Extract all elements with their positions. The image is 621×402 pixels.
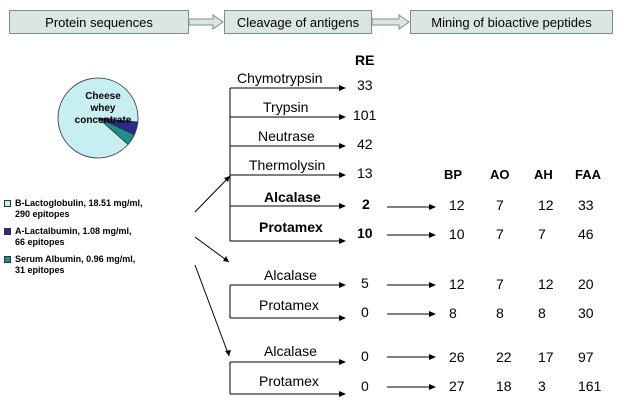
result-cell: 18 — [496, 378, 512, 394]
group3-arrowheads — [339, 359, 346, 397]
re-value: 13 — [357, 165, 373, 181]
result-cell: 46 — [578, 226, 594, 242]
flow-arrow-1 — [188, 14, 224, 30]
pie-label-line-1: Cheese — [85, 91, 121, 102]
result-cell: 17 — [538, 349, 554, 365]
result-cell: 7 — [496, 226, 504, 242]
header-ah: AH — [534, 167, 553, 182]
re-header: RE — [355, 52, 375, 68]
re-value: 0 — [361, 348, 369, 364]
enzyme-alcalase: Alcalase — [264, 343, 317, 359]
connector-legend-1 — [194, 175, 231, 213]
enzyme-thermolysin: Thermolysin — [249, 157, 326, 173]
flow-box-protein-sequences: Protein sequences — [9, 10, 189, 34]
flow-box-mining-bioactive-peptides: Mining of bioactive peptides — [410, 10, 613, 34]
enzyme-chymotrypsin: Chymotrypsin — [237, 70, 323, 86]
result-cell: 12 — [449, 197, 465, 213]
result-cell: 30 — [578, 305, 594, 321]
pie-slice — [57, 77, 139, 159]
result-cell: 33 — [578, 197, 594, 213]
result-cell: 97 — [578, 349, 594, 365]
enzyme-protamex: Protamex — [259, 297, 319, 313]
legend-line: 290 epitopes — [15, 209, 70, 219]
legend-line: 31 epitopes — [15, 265, 65, 275]
enzyme-trypsin: Trypsin — [263, 99, 309, 115]
re-value: 0 — [361, 304, 369, 320]
result-cell: 22 — [496, 349, 512, 365]
legend-line: B-Lactoglobulin, 18.51 mg/ml, — [15, 198, 143, 208]
re-value: 33 — [357, 77, 373, 93]
enzyme-neutrase: Neutrase — [258, 128, 315, 144]
result-cell: 12 — [449, 276, 465, 292]
legend-text: A-Lactalbumin, 1.08 mg/ml, 66 epitopes — [15, 226, 132, 248]
legend-line: A-Lactalbumin, 1.08 mg/ml, — [15, 226, 132, 236]
pie-label-line-3: concentrate — [74, 115, 132, 126]
group3-bracket — [229, 361, 340, 395]
enzyme-alcalase: Alcalase — [264, 267, 317, 283]
connector-arrowhead-1 — [224, 176, 230, 182]
result-cell: 12 — [538, 276, 554, 292]
enzyme-protamex: Protamex — [259, 219, 323, 235]
header-ao: AO — [490, 167, 510, 182]
flow-arrow-2 — [371, 14, 410, 30]
connector-legend-2 — [194, 236, 230, 263]
group1-arrowheads — [339, 85, 346, 244]
result-cell: 3 — [538, 378, 546, 394]
result-cell: 10 — [449, 226, 465, 242]
legend-line: 66 epitopes — [15, 237, 65, 247]
legend-text: Serum Albumin, 0.96 mg/ml, 31 epitopes — [15, 254, 135, 276]
re-value: 10 — [357, 225, 373, 241]
whey-pie-chart — [57, 77, 139, 159]
enzyme-alcalase: Alcalase — [264, 189, 321, 205]
legend-swatch — [4, 228, 11, 235]
result-cell: 8 — [538, 305, 546, 321]
legend-text: B-Lactoglobulin, 18.51 mg/ml, 290 epitop… — [15, 198, 143, 220]
group2-bracket — [229, 284, 340, 319]
legend-swatch — [4, 256, 11, 263]
re-value: 0 — [361, 378, 369, 394]
result-cell: 27 — [449, 378, 465, 394]
pie-label: Cheese whey concentrate — [63, 91, 143, 127]
re-value: 5 — [361, 275, 369, 291]
connector-arrowhead-3 — [225, 350, 231, 356]
enzyme-protamex: Protamex — [259, 373, 319, 389]
result-cell: 26 — [449, 349, 465, 365]
result-cell: 7 — [538, 226, 546, 242]
flow-box-cleavage-of-antigens: Cleavage of antigens — [224, 10, 372, 34]
header-faa: FAA — [575, 167, 601, 182]
re-value: 2 — [362, 196, 370, 212]
result-cell: 7 — [496, 276, 504, 292]
result-cell: 7 — [496, 197, 504, 213]
connector-legend-3 — [194, 264, 230, 357]
connector-arrowhead-2 — [223, 256, 229, 262]
result-cell: 20 — [578, 276, 594, 292]
result-arrows — [387, 206, 430, 388]
group2-arrowheads — [339, 282, 346, 321]
re-value: 42 — [357, 136, 373, 152]
group1-bracket — [229, 87, 340, 242]
header-bp: BP — [444, 167, 463, 182]
legend-swatch — [4, 200, 11, 207]
result-cell: 161 — [578, 378, 602, 394]
pie-label-line-2: whey — [90, 103, 116, 114]
result-arrowheads — [429, 204, 436, 390]
result-cell: 8 — [449, 305, 457, 321]
result-cell: 8 — [496, 305, 504, 321]
result-cell: 12 — [538, 197, 554, 213]
legend-line: Serum Albumin, 0.96 mg/ml, — [15, 254, 136, 264]
re-value: 101 — [353, 107, 377, 123]
